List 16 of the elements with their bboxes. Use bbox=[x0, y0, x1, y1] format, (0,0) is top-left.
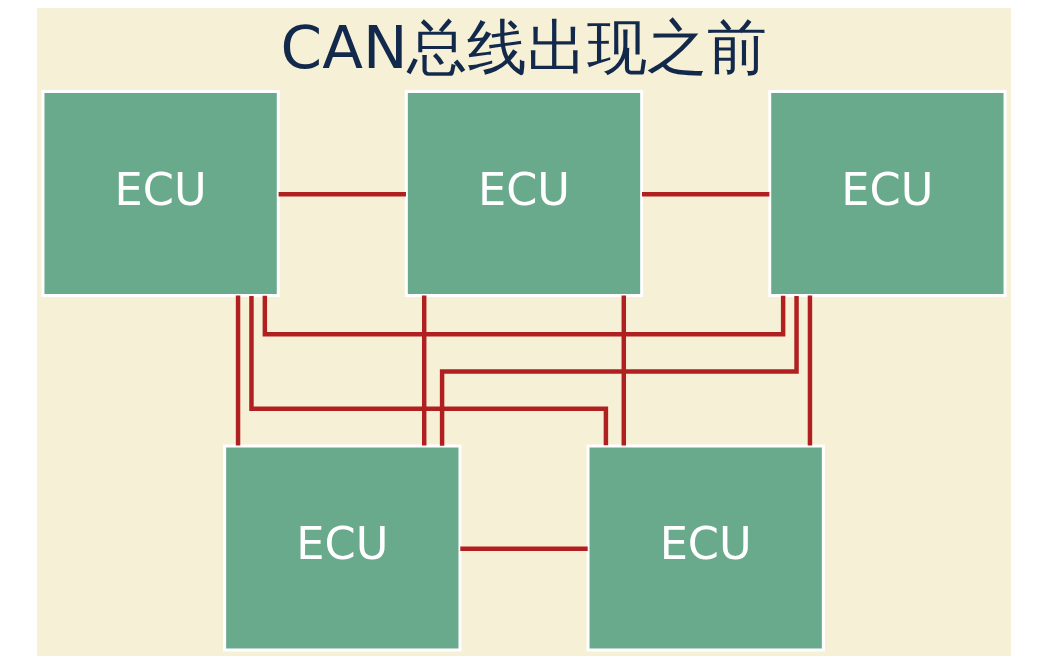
connector bbox=[278, 192, 406, 197]
connector bbox=[807, 295, 813, 446]
node-box: ECU bbox=[404, 90, 644, 297]
connector bbox=[249, 296, 609, 446]
node-box: ECU bbox=[41, 90, 280, 297]
node-box: ECU bbox=[768, 90, 1007, 297]
connector bbox=[439, 296, 799, 446]
node-box: ECU bbox=[586, 444, 825, 652]
connector bbox=[621, 295, 626, 446]
diagram-title: CAN总线出现之前 bbox=[280, 12, 768, 82]
connector bbox=[235, 295, 241, 446]
connector bbox=[642, 192, 770, 197]
connector bbox=[460, 546, 588, 551]
node-box: ECU bbox=[223, 444, 462, 652]
connector bbox=[422, 295, 427, 446]
connector bbox=[262, 295, 786, 337]
